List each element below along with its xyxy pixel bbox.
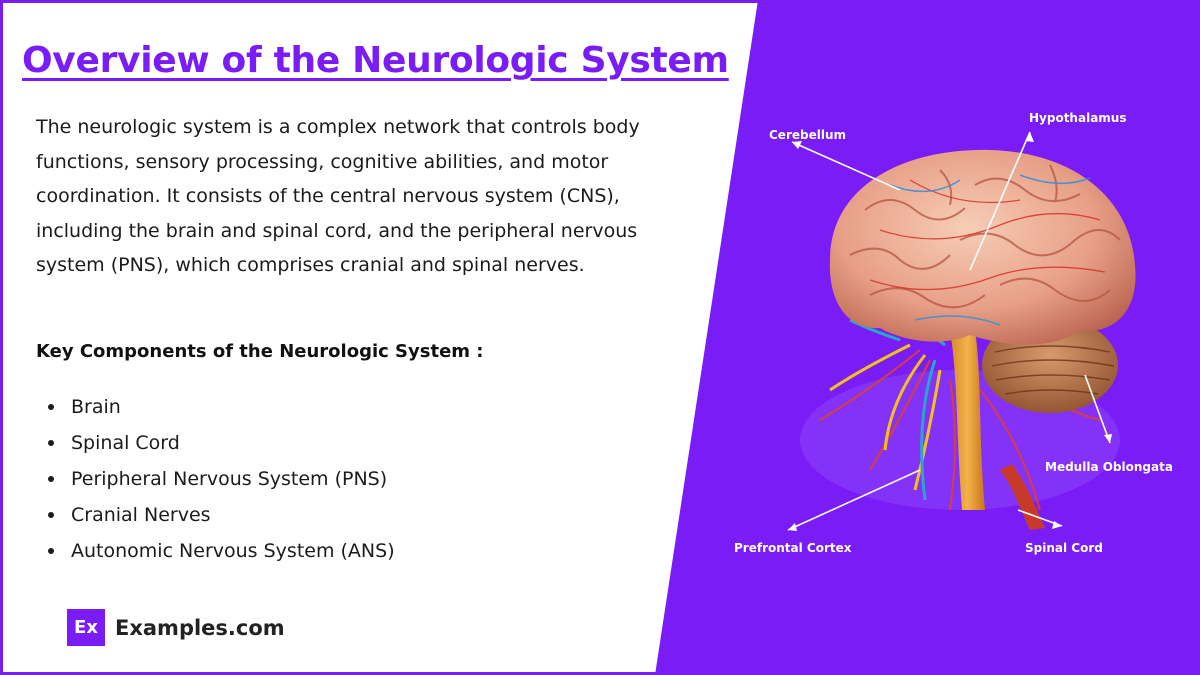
label-hypothalamus: Hypothalamus bbox=[1029, 111, 1127, 125]
list-item: Spinal Cord bbox=[48, 425, 395, 461]
brand-logo: Ex Examples.com bbox=[67, 609, 285, 646]
brand-mark: Ex bbox=[67, 609, 105, 646]
list-item: Autonomic Nervous System (ANS) bbox=[48, 533, 395, 569]
label-spinal-cord: Spinal Cord bbox=[1025, 541, 1103, 555]
label-medulla-oblongata: Medulla Oblongata bbox=[1045, 460, 1173, 474]
label-prefrontal-cortex: Prefrontal Cortex bbox=[734, 541, 852, 555]
label-cerebellum: Cerebellum bbox=[769, 128, 847, 142]
list-item: Peripheral Nervous System (PNS) bbox=[48, 461, 395, 497]
brain-illustration bbox=[787, 131, 1136, 531]
key-components-list: Brain Spinal Cord Peripheral Nervous Sys… bbox=[48, 389, 395, 569]
key-components-heading: Key Components of the Neurologic System … bbox=[36, 341, 484, 362]
list-item: Cranial Nerves bbox=[48, 497, 395, 533]
page-title: Overview of the Neurologic System bbox=[22, 40, 729, 81]
intro-paragraph: The neurologic system is a complex netwo… bbox=[36, 116, 640, 276]
list-item: Brain bbox=[48, 389, 395, 425]
brand-name: Examples.com bbox=[115, 615, 285, 640]
